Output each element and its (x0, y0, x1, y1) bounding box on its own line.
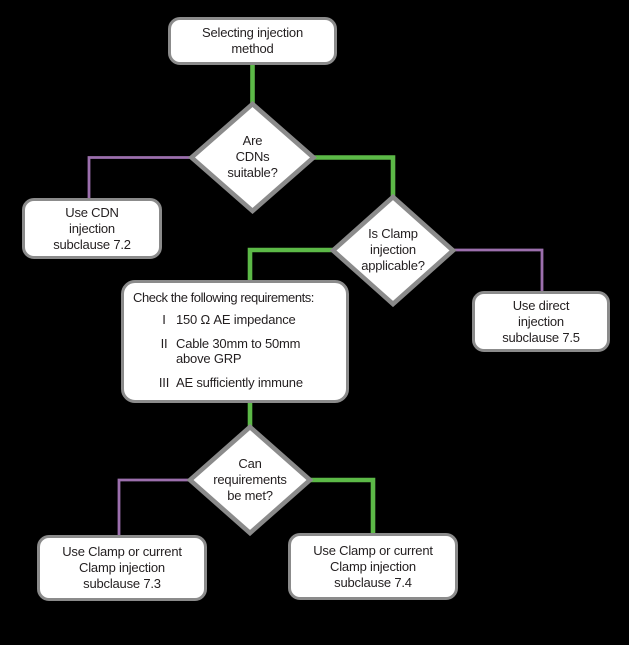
requirement-text: Cable 30mm to 50mm above GRP (176, 336, 301, 366)
start-node-label: Selecting injection method (202, 25, 303, 56)
cdn-injection-node-label: Use CDN injection subclause 7.2 (53, 204, 131, 252)
clamp-injection-74-node: Use Clamp or current Clamp injection sub… (288, 533, 458, 600)
requirement-item: II Cable 30mm to 50mm above GRP (133, 336, 340, 366)
decision-clamp-label: Is Clamp injection applicable? (361, 226, 425, 273)
decision-diamond-requirements-met (186, 423, 314, 537)
edge-decision-met-to-clamp-73 (117, 478, 194, 538)
requirements-node: Check the following requirements: I 150 … (121, 280, 349, 403)
requirement-item: III AE sufficiently immune (133, 375, 340, 390)
requirement-numeral: III (158, 375, 170, 390)
requirement-item: I 150 Ω AE impedance (133, 312, 340, 327)
edge-decision-clamp-to-direct-injection (449, 248, 544, 294)
direct-injection-node-label: Use direct injection subclause 7.5 (502, 297, 580, 345)
requirement-text: 150 Ω AE impedance (176, 312, 296, 327)
decision-diamond-clamp-applicable (329, 193, 457, 308)
edge-decision-clamp-to-requirements (247, 247, 337, 285)
decision-diamond-cdns-suitable (188, 100, 317, 215)
direct-injection-node: Use direct injection subclause 7.5 (472, 291, 610, 352)
edge-decision-cdns-to-decision-clamp (309, 155, 396, 202)
requirement-numeral: II (160, 336, 168, 351)
clamp-injection-74-node-label: Use Clamp or current Clamp injection sub… (313, 542, 433, 590)
cdn-injection-node: Use CDN injection subclause 7.2 (22, 198, 162, 259)
requirement-numeral: I (162, 312, 166, 327)
edge-decision-cdns-to-cdn-injection (87, 156, 196, 201)
decision-cdns-label: Are CDNs suitable? (227, 133, 278, 180)
start-node: Selecting injection method (168, 17, 337, 65)
edge-decision-met-to-clamp-74 (306, 477, 376, 536)
requirements-title: Check the following requirements: (133, 290, 314, 305)
decision-met-label: Can requirements be met? (213, 456, 287, 503)
requirement-text: AE sufficiently immune (176, 375, 303, 390)
clamp-injection-73-node-label: Use Clamp or current Clamp injection sub… (62, 544, 182, 591)
clamp-injection-73-node: Use Clamp or current Clamp injection sub… (37, 535, 207, 601)
